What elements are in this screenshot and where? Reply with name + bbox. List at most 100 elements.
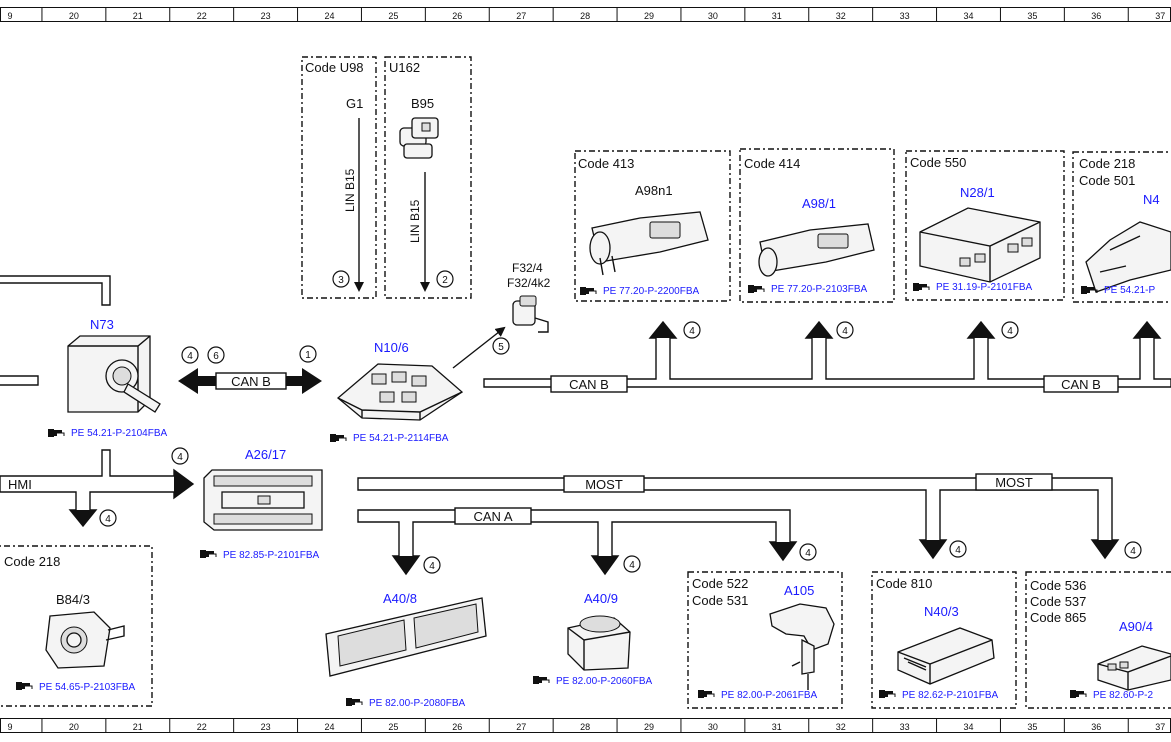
component-label-a98n1: A98n1 <box>635 183 673 198</box>
a40-9-controller-icon <box>567 615 631 671</box>
f32-group: F32/4 F32/4k2 5 <box>452 261 551 369</box>
component-label-a40-8: A40/8 <box>383 591 417 606</box>
a98n1-motor-icon <box>589 211 709 276</box>
ref-text-a105[interactable]: PE 82.00-P-2061FBA <box>721 690 817 701</box>
group-box-u98 <box>301 56 377 299</box>
ref-text-n42[interactable]: PE 54.21-P <box>1104 285 1155 296</box>
b84-3-camera-icon <box>45 611 125 669</box>
ref-link-n73[interactable]: PE 54.21-P-2104FBA <box>47 428 167 439</box>
ref-text-a40-8[interactable]: PE 82.00-P-2080FBA <box>369 698 465 709</box>
n28-1-module-icon <box>919 207 1041 283</box>
group-box-218-501 <box>1072 151 1171 303</box>
component-label-b84-3: B84/3 <box>56 592 90 607</box>
ref-link-a40-9[interactable]: PE 82.00-P-2060FBA <box>532 675 652 687</box>
hmi-bus: HMI 4 4 <box>0 447 195 528</box>
ruler-column-label: 35 <box>1027 722 1037 732</box>
ruler-column-label: 28 <box>580 11 590 21</box>
ref-text-a98-1[interactable]: PE 77.20-P-2103FBA <box>771 284 867 295</box>
ruler-column-label: 28 <box>580 722 590 732</box>
group-label-u162: U162 <box>389 60 420 75</box>
ruler-column-label: 29 <box>644 722 654 732</box>
ref-link-a40-8[interactable]: PE 82.00-P-2080FBA <box>345 697 465 709</box>
ref-text-b84-3[interactable]: PE 54.65-P-2103FBA <box>39 682 135 693</box>
ref-link-n40-3[interactable]: PE 82.62-P-2101FBA <box>878 689 998 701</box>
component-label-f32-4: F32/4 <box>512 261 543 275</box>
marker-b95-label: 2 <box>442 275 448 286</box>
ref-link-a90-4[interactable]: PE 82.60-P-2 <box>1069 689 1153 701</box>
ref-link-b84-3[interactable]: PE 54.65-P-2103FBA <box>15 681 135 693</box>
group-box-550 <box>905 150 1065 301</box>
ref-text-n28-1[interactable]: PE 31.19-P-2101FBA <box>936 282 1032 293</box>
ref-text-n40-3[interactable]: PE 82.62-P-2101FBA <box>902 690 998 701</box>
relay-icon <box>512 295 549 333</box>
a26-17-unit-icon <box>203 469 323 531</box>
bus-label-most-left: MOST <box>585 477 623 492</box>
component-label-a105: A105 <box>784 583 814 598</box>
group-label-501: Code 501 <box>1079 173 1135 188</box>
group-550: Code 550 N28/1 PE 31.19-P-2101FBA <box>905 150 1065 301</box>
ref-text-n10-6[interactable]: PE 54.21-P-2114FBA <box>353 433 449 444</box>
ref-text-a40-9[interactable]: PE 82.00-P-2060FBA <box>556 676 652 687</box>
ruler-column-label: 9 <box>7 11 12 21</box>
a40-8-group: A40/8 PE 82.00-P-2080FBA <box>325 591 487 709</box>
ruler-column-label: 22 <box>197 11 207 21</box>
ruler-column-label: 25 <box>388 11 398 21</box>
bus-label-can-b-mid: CAN B <box>569 377 609 392</box>
ref-text-a90-4[interactable]: PE 82.60-P-2 <box>1093 690 1153 701</box>
bus-label-lin-b95: LIN B15 <box>408 199 422 243</box>
group-label-u98: Code U98 <box>305 60 364 75</box>
most-bus: MOST MOST 4 4 <box>357 473 1142 560</box>
bus-label-lin-g1: LIN B15 <box>343 168 357 212</box>
ref-text-a98n1[interactable]: PE 77.20-P-2200FBA <box>603 286 699 297</box>
ruler-column-label: 20 <box>69 722 79 732</box>
b95-sensor-icon <box>399 117 439 159</box>
marker-g1-label: 3 <box>338 275 344 286</box>
a26-17-group: A26/17 PE 82.85-P-2101FBA <box>199 447 323 561</box>
marker-414: 4 <box>842 326 848 337</box>
ruler-column-label: 32 <box>836 11 846 21</box>
component-label-n73: N73 <box>90 317 114 332</box>
group-label-537: Code 537 <box>1030 594 1086 609</box>
ref-link-n28-1[interactable]: PE 31.19-P-2101FBA <box>912 282 1032 293</box>
n10-6-group: N10/6 PE 54.21-P-2114FBA <box>329 340 464 444</box>
can-a-bus: CAN A 4 4 4 <box>357 507 817 576</box>
ruler-column-label: 33 <box>900 722 910 732</box>
bus-label-hmi: HMI <box>8 477 32 492</box>
component-label-a40-9: A40/9 <box>584 591 618 606</box>
group-box-218-bottom <box>0 545 153 707</box>
ruler-column-label: 24 <box>324 11 334 21</box>
marker-a105: 4 <box>805 548 811 559</box>
ref-text-n73[interactable]: PE 54.21-P-2104FBA <box>71 428 167 439</box>
ruler-column-label: 34 <box>963 11 973 21</box>
group-label-414: Code 414 <box>744 156 800 171</box>
ruler-column-label: 36 <box>1091 722 1101 732</box>
ref-link-n10-6[interactable]: PE 54.21-P-2114FBA <box>329 433 449 444</box>
ref-link-a105[interactable]: PE 82.00-P-2061FBA <box>697 689 817 701</box>
component-label-n10-6: N10/6 <box>374 340 409 355</box>
group-label-522: Code 522 <box>692 576 748 591</box>
bus-label-can-a: CAN A <box>473 509 512 524</box>
ref-link-a26-17[interactable]: PE 82.85-P-2101FBA <box>199 549 319 561</box>
component-label-n42: N4 <box>1143 192 1160 207</box>
ref-link-n42[interactable]: PE 54.21-P <box>1080 285 1155 296</box>
ruler-column-label: 36 <box>1091 11 1101 21</box>
ref-text-a26-17[interactable]: PE 82.85-P-2101FBA <box>223 550 319 561</box>
ruler-column-label: 37 <box>1155 11 1165 21</box>
group-label-413: Code 413 <box>578 156 634 171</box>
component-label-a98-1: A98/1 <box>802 196 836 211</box>
a40-9-group: A40/9 PE 82.00-P-2060FBA <box>532 591 652 687</box>
marker-b84: 4 <box>105 514 111 525</box>
ruler-column-label: 9 <box>7 722 12 732</box>
ruler-column-label: 27 <box>516 722 526 732</box>
ruler-column-label: 24 <box>324 722 334 732</box>
can-b-right-bus: CAN B CAN B 4 4 4 <box>483 320 1171 393</box>
a90-4-module-icon <box>1097 645 1171 691</box>
ruler-column-label: 22 <box>197 722 207 732</box>
ref-link-a98-1[interactable]: PE 77.20-P-2103FBA <box>747 284 867 295</box>
ref-link-a98n1[interactable]: PE 77.20-P-2200FBA <box>579 286 699 297</box>
ruler-column-label: 21 <box>133 11 143 21</box>
group-label-218-bottom: Code 218 <box>4 554 60 569</box>
group-box-414 <box>739 148 895 303</box>
